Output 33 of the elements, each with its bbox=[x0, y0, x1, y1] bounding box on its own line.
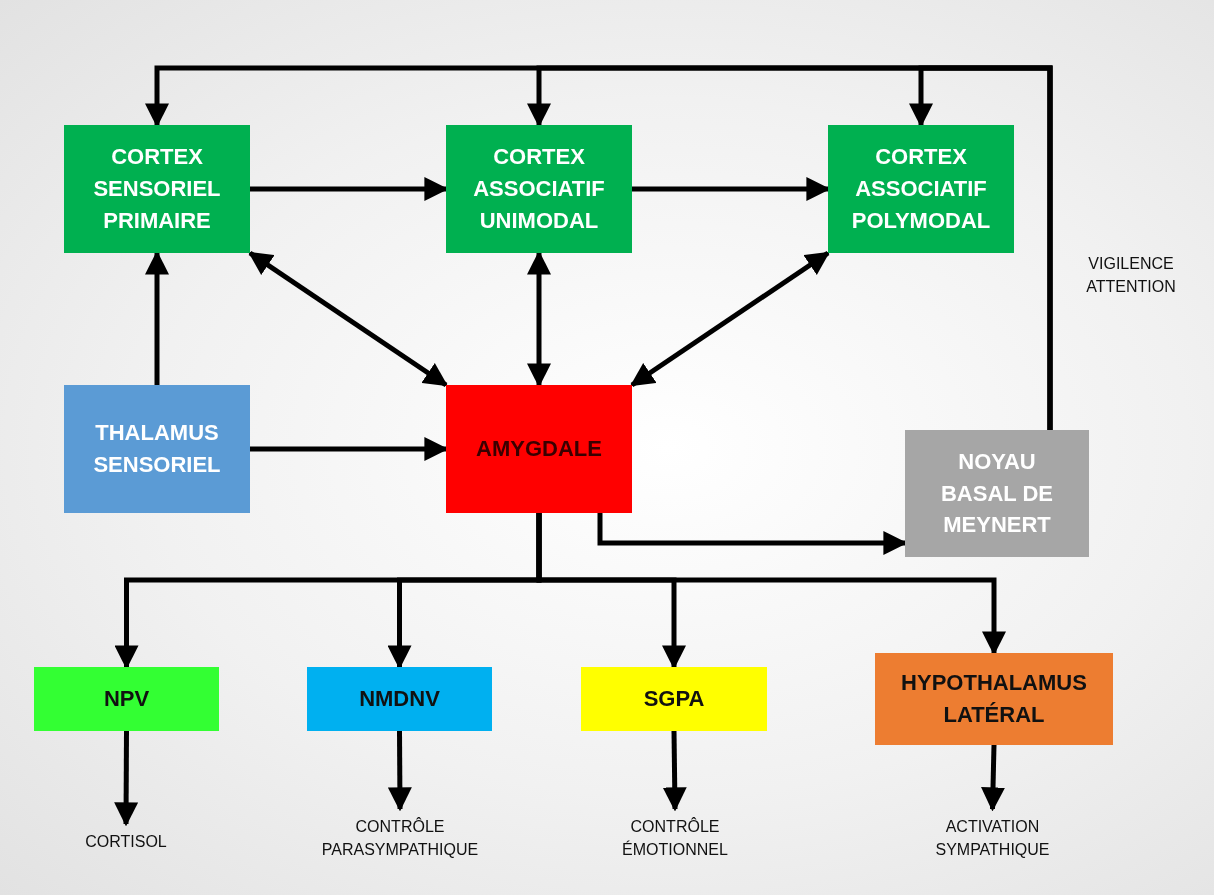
box-label: HYPOTHALAMUS LATÉRAL bbox=[900, 669, 1088, 729]
process-box bbox=[581, 667, 767, 731]
box-label: CORTEX ASSOCIATIF POLYMODAL bbox=[850, 143, 992, 235]
arrow bbox=[248, 250, 448, 388]
process-box bbox=[446, 125, 632, 253]
box-label: CORTEX SENSORIEL PRIMAIRE bbox=[92, 143, 222, 235]
arrow bbox=[662, 730, 687, 812]
box-label: NOYAU BASAL DE MEYNERT bbox=[939, 447, 1055, 540]
arrow bbox=[981, 744, 1005, 812]
process-box bbox=[64, 385, 250, 513]
side-note: VIGILENCE ATTENTION bbox=[1085, 254, 1177, 298]
process-box bbox=[828, 125, 1014, 253]
box-label: THALAMUS SENSORIEL bbox=[92, 419, 222, 479]
arrow bbox=[387, 731, 412, 812]
output-label: CORTISOL bbox=[46, 830, 206, 854]
process-box bbox=[64, 125, 250, 253]
box-label: SGPA bbox=[643, 685, 705, 714]
arrow bbox=[630, 250, 830, 388]
box-label: AMYGDALE bbox=[476, 435, 602, 464]
arrow bbox=[114, 731, 139, 827]
box-label: CORTEX ASSOCIATIF UNIMODAL bbox=[472, 143, 606, 235]
process-box bbox=[875, 653, 1113, 745]
arrow bbox=[909, 65, 1053, 430]
box-label: NPV bbox=[103, 685, 150, 714]
arrow bbox=[536, 513, 1006, 656]
process-box bbox=[905, 430, 1089, 557]
output-label: CONTRÔLE PARASYMPATHIQUE bbox=[310, 815, 490, 863]
output-label: CONTRÔLE ÉMOTIONNEL bbox=[590, 815, 760, 863]
box-label: NMDNV bbox=[359, 685, 440, 714]
process-box bbox=[307, 667, 492, 731]
process-box bbox=[34, 667, 219, 731]
output-label: ACTIVATION SYMPATHIQUE bbox=[910, 815, 1075, 863]
process-box bbox=[446, 385, 632, 513]
